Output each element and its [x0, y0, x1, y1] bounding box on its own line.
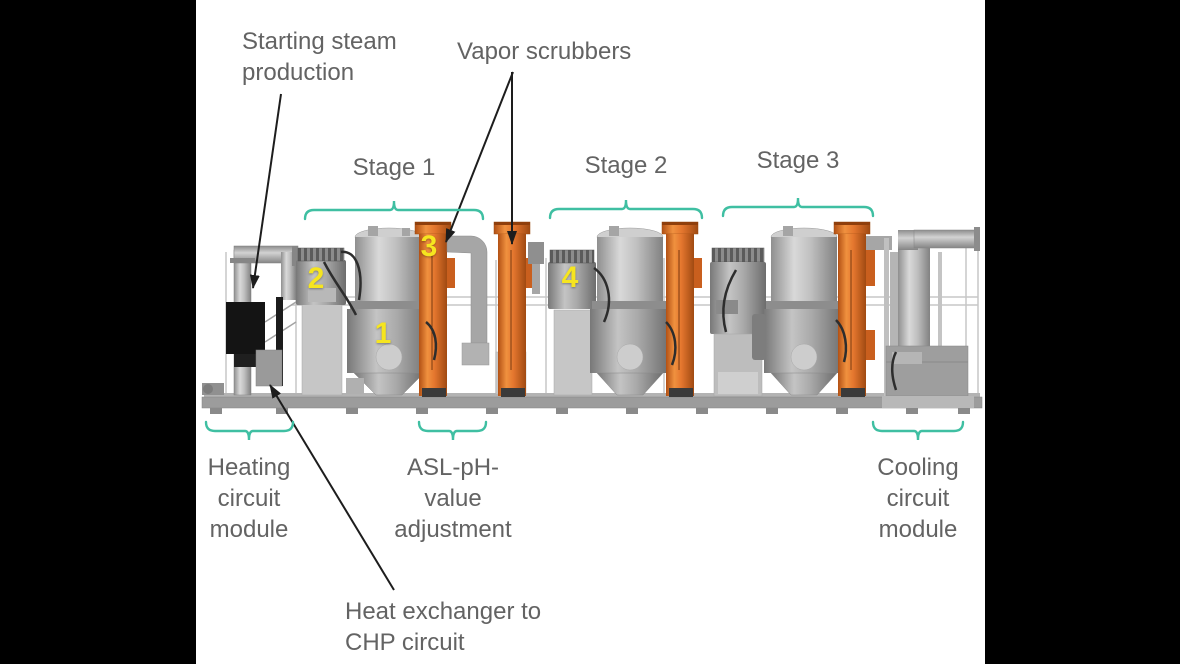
heat-exchanger-arrow [269, 384, 395, 591]
vapor-scrubber-column-1 [414, 221, 455, 397]
component-marker-2: 2 [307, 262, 325, 295]
heating-circuit-module [226, 245, 299, 396]
vapor-scrubber-column-2 [493, 221, 544, 397]
stage-1-bracket [303, 200, 485, 221]
evaporator-tank-3 [752, 226, 844, 396]
chp-heat-exchanger-box [255, 349, 283, 387]
asl-bracket [417, 420, 488, 441]
stage-1-label: Stage 1 [352, 154, 436, 181]
heating-bracket [204, 420, 295, 441]
leader-arrows [249, 71, 517, 591]
stage-2-bracket [548, 199, 704, 220]
vapor-scrubber-column-4 [833, 221, 875, 397]
cooling-circuit-module [866, 227, 980, 408]
evaporator-tank-2 [590, 226, 670, 396]
heating-module-label: Heating circuit module [207, 454, 291, 543]
starting-steam-generator-box [226, 302, 265, 354]
vapor-scrubber-column-3 [661, 221, 702, 397]
vapor-scrubbers-label: Vapor scrubbers [457, 38, 632, 65]
blower-unit-4 [548, 249, 596, 396]
cooling-module-label: Cooling circuit module [877, 454, 959, 543]
cooling-bracket [871, 420, 965, 441]
component-marker-4: 4 [561, 261, 579, 294]
vapor-scrubber-arrow-1 [445, 71, 514, 243]
evaporator-tank-1 [346, 226, 441, 396]
plant-illustration [201, 71, 983, 591]
component-marker-3: 3 [420, 230, 438, 263]
diagram-area: Starting steam production Vapor scrubber… [196, 0, 985, 664]
blower-unit-2 [296, 247, 346, 396]
stage-brackets [204, 197, 965, 441]
hoses [322, 250, 898, 391]
stage-3-label: Stage 3 [756, 147, 840, 174]
heat-exchanger-label: Heat exchanger to CHP circuit [345, 598, 542, 656]
starting-steam-label: Starting steam production [242, 28, 397, 86]
component-marker-1: 1 [374, 317, 392, 350]
asl-ph-label: ASL-pH- value adjustment [394, 454, 512, 543]
starting-steam-arrow [249, 93, 282, 289]
stage-2-label: Stage 2 [584, 152, 668, 179]
stage-3-bracket [721, 197, 875, 218]
